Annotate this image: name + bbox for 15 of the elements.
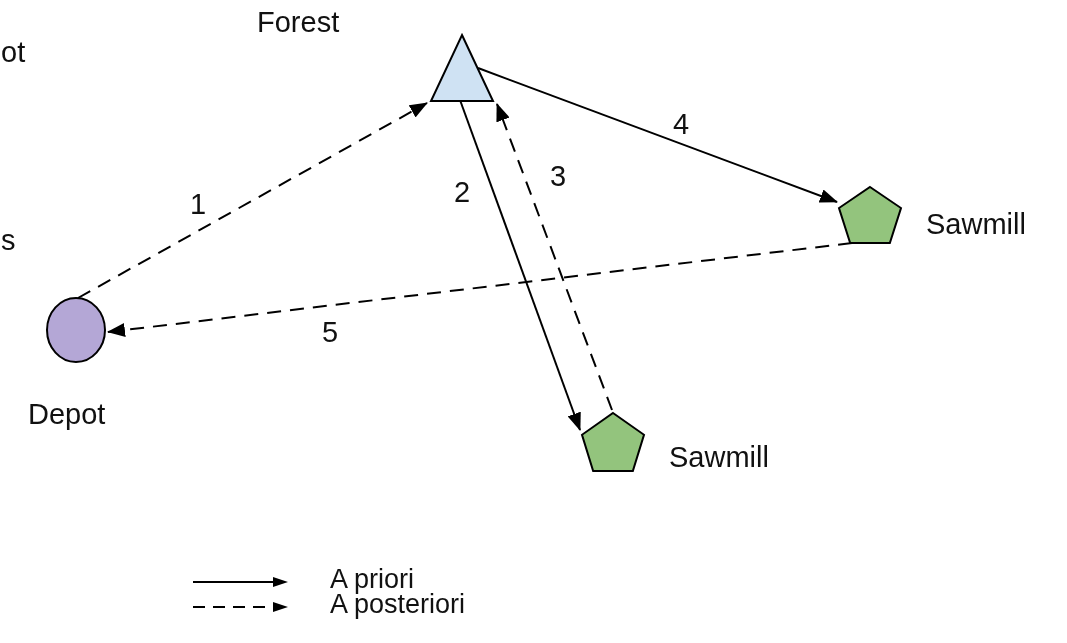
edge-label: 3: [550, 162, 567, 191]
dashed-arrow: [77, 102, 428, 299]
edge-label: 5: [322, 318, 339, 347]
arrow: [477, 67, 838, 203]
dashed-arrow: [496, 103, 613, 411]
node-label: Depot: [28, 400, 106, 429]
node-label: Forest: [257, 8, 340, 37]
text-fragment: ot: [1, 38, 26, 67]
node-label: Sawmill: [926, 210, 1026, 239]
edge-label: 1: [190, 190, 207, 219]
edge-label: 2: [454, 178, 471, 207]
node-label: Sawmill: [669, 443, 769, 472]
text-fragment: s: [1, 226, 16, 255]
legend-label: A priori: [330, 566, 415, 593]
edge-label: 4: [673, 110, 690, 139]
